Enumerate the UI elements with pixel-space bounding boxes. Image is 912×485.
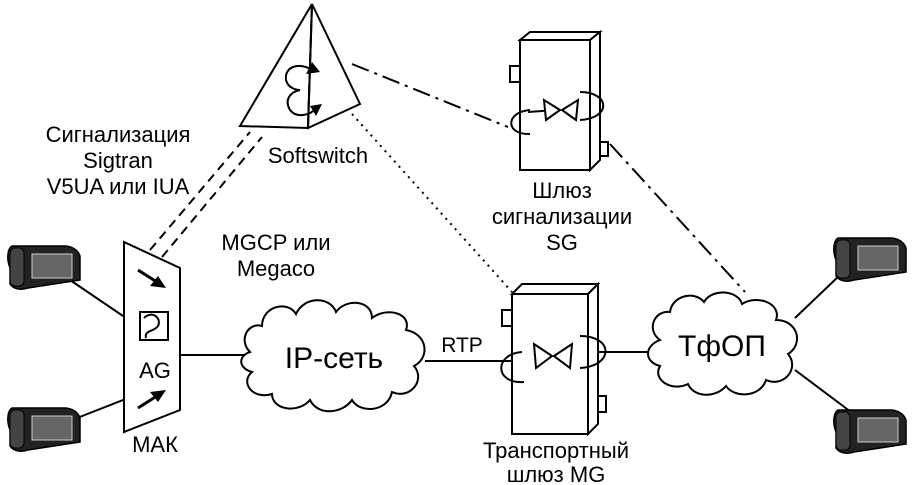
- telephone-left-top: [7, 245, 81, 290]
- phone-keypad: [857, 245, 899, 271]
- mg-left-arc: [500, 351, 525, 384]
- sg-side-face: [589, 29, 601, 173]
- signaling-dashed-line-1: [149, 131, 251, 251]
- telephone-right-top: [833, 237, 907, 282]
- sg-label-line2: сигнализации: [492, 204, 632, 229]
- sg-port-bottom: [599, 141, 609, 157]
- connection-lines: [69, 63, 856, 421]
- telephone-right-bottom: [833, 409, 907, 454]
- softswitch-mg-dotted-line: [351, 113, 513, 293]
- glyph-arrowhead-bottom: [310, 104, 322, 116]
- media-gateway-box: [500, 281, 607, 437]
- mg-front-face: [511, 293, 589, 435]
- softswitch-sg-dashdot-line: [351, 63, 509, 128]
- ag-label: AG: [139, 358, 171, 383]
- mg-port-bottom: [597, 395, 607, 413]
- sg-top-face: [517, 31, 603, 41]
- signaling-label-line2: Sigtran: [83, 148, 153, 173]
- mak-label: МАК: [132, 432, 178, 457]
- rtp-label: RTP: [441, 334, 483, 357]
- softswitch-pyramid: [238, 3, 362, 130]
- telephone-left-bottom: [7, 407, 81, 452]
- softswitch-label: Softswitch: [268, 143, 368, 168]
- sg-front-face: [519, 39, 591, 171]
- sg-arrowhead-left: [560, 98, 580, 122]
- pstn-label: ТфОП: [678, 330, 766, 363]
- phone1-ag-line: [69, 279, 127, 319]
- ag-arrow-bottom-head: [150, 390, 166, 402]
- softswitch-glyph: [284, 64, 317, 116]
- phone-keypad: [857, 417, 899, 443]
- sg-pstn-dashdot-line: [609, 143, 746, 293]
- mg-top-face: [509, 283, 601, 295]
- phone-handset: [9, 247, 25, 287]
- sg-label-line3: SG: [546, 230, 578, 255]
- cloud-icon: [647, 291, 798, 396]
- text-labels: Сигнализация Sigtran V5UA или IUA Softsw…: [46, 122, 766, 485]
- mg-label-line2: шлюз MG: [507, 462, 606, 485]
- mg-arrowhead-left: [552, 342, 574, 370]
- signaling-gateway-box: [509, 29, 609, 173]
- mg-label-line1: Транспортный: [483, 438, 629, 463]
- phone-handset: [9, 409, 25, 449]
- glyph-arrowhead-top: [306, 62, 320, 74]
- mg-right-arc: [579, 335, 607, 369]
- ag-arrow-top-head: [150, 276, 166, 288]
- mg-port-top: [501, 309, 513, 327]
- phone-handset: [835, 411, 851, 451]
- sg-label-line1: Шлюз: [532, 178, 592, 203]
- ip-network-cloud: [240, 299, 426, 413]
- pstn-phone3-line: [794, 274, 841, 319]
- ip-network-label: IP-сеть: [285, 342, 383, 375]
- mgcp-label-line2: Megaco: [237, 256, 315, 281]
- sg-arrowhead-right: [542, 98, 562, 122]
- sg-left-arc: [510, 109, 531, 136]
- signaling-dashed-line-2: [161, 136, 263, 258]
- phone-keypad: [31, 415, 73, 441]
- sg-right-arc: [579, 91, 605, 121]
- mg-arrowhead-right: [532, 342, 554, 370]
- phone-keypad: [31, 253, 73, 279]
- sg-port-top: [509, 65, 521, 83]
- phone2-ag-line: [71, 397, 129, 421]
- cloud-icon: [240, 299, 426, 413]
- signaling-label-line3: V5UA или IUA: [47, 174, 190, 199]
- access-gateway: [123, 240, 181, 434]
- ag-switch-arc: [143, 313, 160, 339]
- mg-side-face: [587, 281, 599, 437]
- pstn-cloud: [647, 291, 798, 396]
- mgcp-label-line1: MGCP или: [221, 230, 330, 255]
- pstn-phone4-line: [794, 369, 856, 416]
- phone-handset: [835, 239, 851, 279]
- signaling-label-line1: Сигнализация: [46, 122, 191, 147]
